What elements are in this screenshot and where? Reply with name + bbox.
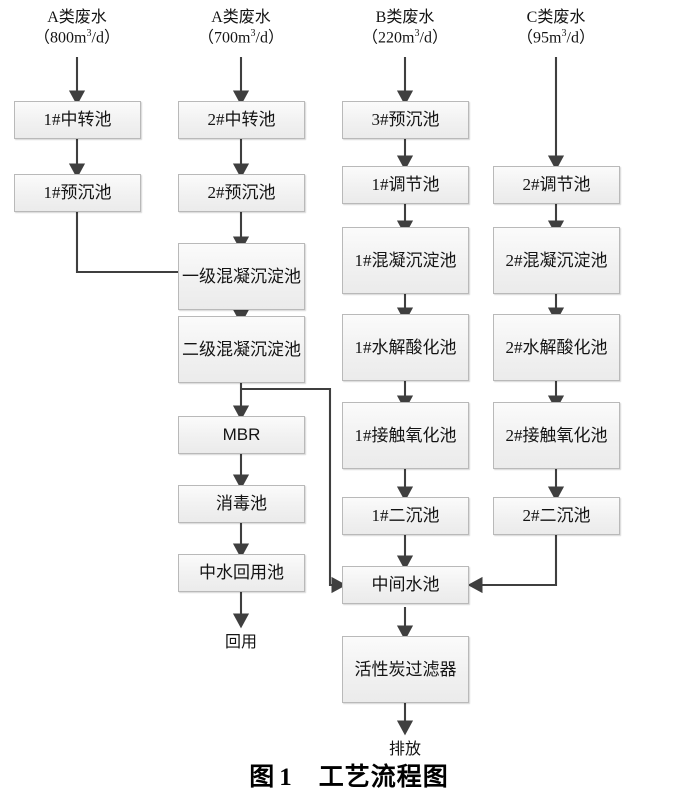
process-node-1-presettling-tank[interactable]: 1#预沉池 xyxy=(14,174,141,212)
node-label: 3#预沉池 xyxy=(371,110,440,130)
node-label: 中间水池 xyxy=(371,575,440,595)
process-node-primary-coagulation-sedimentation-tank[interactable]: 一级混凝沉淀池 xyxy=(178,243,305,310)
source-label-a1: A类废水 （800m3/d） xyxy=(7,8,147,48)
output-label-reuse: 回用 xyxy=(224,634,257,651)
node-label: 二级混凝沉淀池 xyxy=(182,339,301,359)
node-label: 1#中转池 xyxy=(43,110,112,130)
source-b-flow: （220m3/d） xyxy=(362,28,448,47)
node-label: MBR xyxy=(222,425,261,445)
source-label-c: C类废水 （95m3/d） xyxy=(486,8,626,48)
process-node-1-contact-oxidation-tank[interactable]: 1#接触氧化池 xyxy=(342,402,469,469)
node-label: 消毒池 xyxy=(216,494,267,514)
source-c-type: C类废水 xyxy=(526,9,586,26)
process-node-1-coagulation-sedimentation-tank[interactable]: 1#混凝沉淀池 xyxy=(342,227,469,294)
node-label: 1#水解酸化池 xyxy=(354,337,457,357)
node-label: 1#混凝沉淀池 xyxy=(354,250,457,270)
node-label: 2#接触氧化池 xyxy=(505,425,608,445)
source-label-a2: A类废水 （700m3/d） xyxy=(171,8,311,48)
process-node-2-regulating-tank[interactable]: 2#调节池 xyxy=(493,166,620,204)
source-b-type: B类废水 xyxy=(375,9,435,26)
node-label: 2#混凝沉淀池 xyxy=(505,250,608,270)
process-node-disinfection-tank[interactable]: 消毒池 xyxy=(178,485,305,523)
node-label: 一级混凝沉淀池 xyxy=(182,266,301,286)
process-node-1-regulating-tank[interactable]: 1#调节池 xyxy=(342,166,469,204)
node-label: 2#调节池 xyxy=(522,175,591,195)
process-node-3-presettling-tank[interactable]: 3#预沉池 xyxy=(342,101,469,139)
process-node-1-hydrolysis-acidification-tank[interactable]: 1#水解酸化池 xyxy=(342,314,469,381)
process-node-reclaimed-water-reuse-tank[interactable]: 中水回用池 xyxy=(178,554,305,592)
process-node-activated-carbon-filter[interactable]: 活性炭过滤器 xyxy=(342,636,469,703)
node-label: 1#调节池 xyxy=(371,175,440,195)
process-node-2-hydrolysis-acidification-tank[interactable]: 2#水解酸化池 xyxy=(493,314,620,381)
node-label: 2#二沉池 xyxy=(522,506,591,526)
process-node-2-transfer-tank[interactable]: 2#中转池 xyxy=(178,101,305,139)
process-node-2-coagulation-sedimentation-tank[interactable]: 2#混凝沉淀池 xyxy=(493,227,620,294)
node-label: 中水回用池 xyxy=(199,563,284,583)
process-node-1-secondary-sedimentation-tank[interactable]: 1#二沉池 xyxy=(342,497,469,535)
edge-n6-to-n21 xyxy=(241,387,347,594)
node-label: 1#接触氧化池 xyxy=(354,425,457,445)
process-node-2-contact-oxidation-tank[interactable]: 2#接触氧化池 xyxy=(493,402,620,469)
source-a1-flow: （800m3/d） xyxy=(34,28,120,47)
node-label: 1#二沉池 xyxy=(371,506,440,526)
output-label-discharge: 排放 xyxy=(388,741,421,758)
process-node-2-secondary-sedimentation-tank[interactable]: 2#二沉池 xyxy=(493,497,620,535)
node-label: 2#水解酸化池 xyxy=(505,337,608,357)
source-a2-flow: （700m3/d） xyxy=(198,28,284,47)
caption-prefix: 图 xyxy=(249,764,276,791)
source-c-flow: （95m3/d） xyxy=(517,28,595,47)
caption-number: 1 xyxy=(279,764,293,791)
node-label: 活性炭过滤器 xyxy=(354,659,457,679)
source-label-b: B类废水 （220m3/d） xyxy=(335,8,475,48)
source-a2-type: A类废水 xyxy=(211,9,271,26)
process-node-mbr[interactable]: MBR xyxy=(178,416,305,454)
edge-n20-to-n21 xyxy=(467,535,558,594)
source-a1-type: A类废水 xyxy=(47,9,107,26)
node-label: 2#预沉池 xyxy=(207,183,276,203)
node-label: 2#中转池 xyxy=(207,110,276,130)
process-node-intermediate-water-tank[interactable]: 中间水池 xyxy=(342,566,469,604)
caption-title: 工艺流程图 xyxy=(318,764,449,791)
process-node-1-transfer-tank[interactable]: 1#中转池 xyxy=(14,101,141,139)
process-node-2-presettling-tank[interactable]: 2#预沉池 xyxy=(178,174,305,212)
process-node-secondary-coagulation-sedimentation-tank[interactable]: 二级混凝沉淀池 xyxy=(178,316,305,383)
node-label: 1#预沉池 xyxy=(43,183,112,203)
